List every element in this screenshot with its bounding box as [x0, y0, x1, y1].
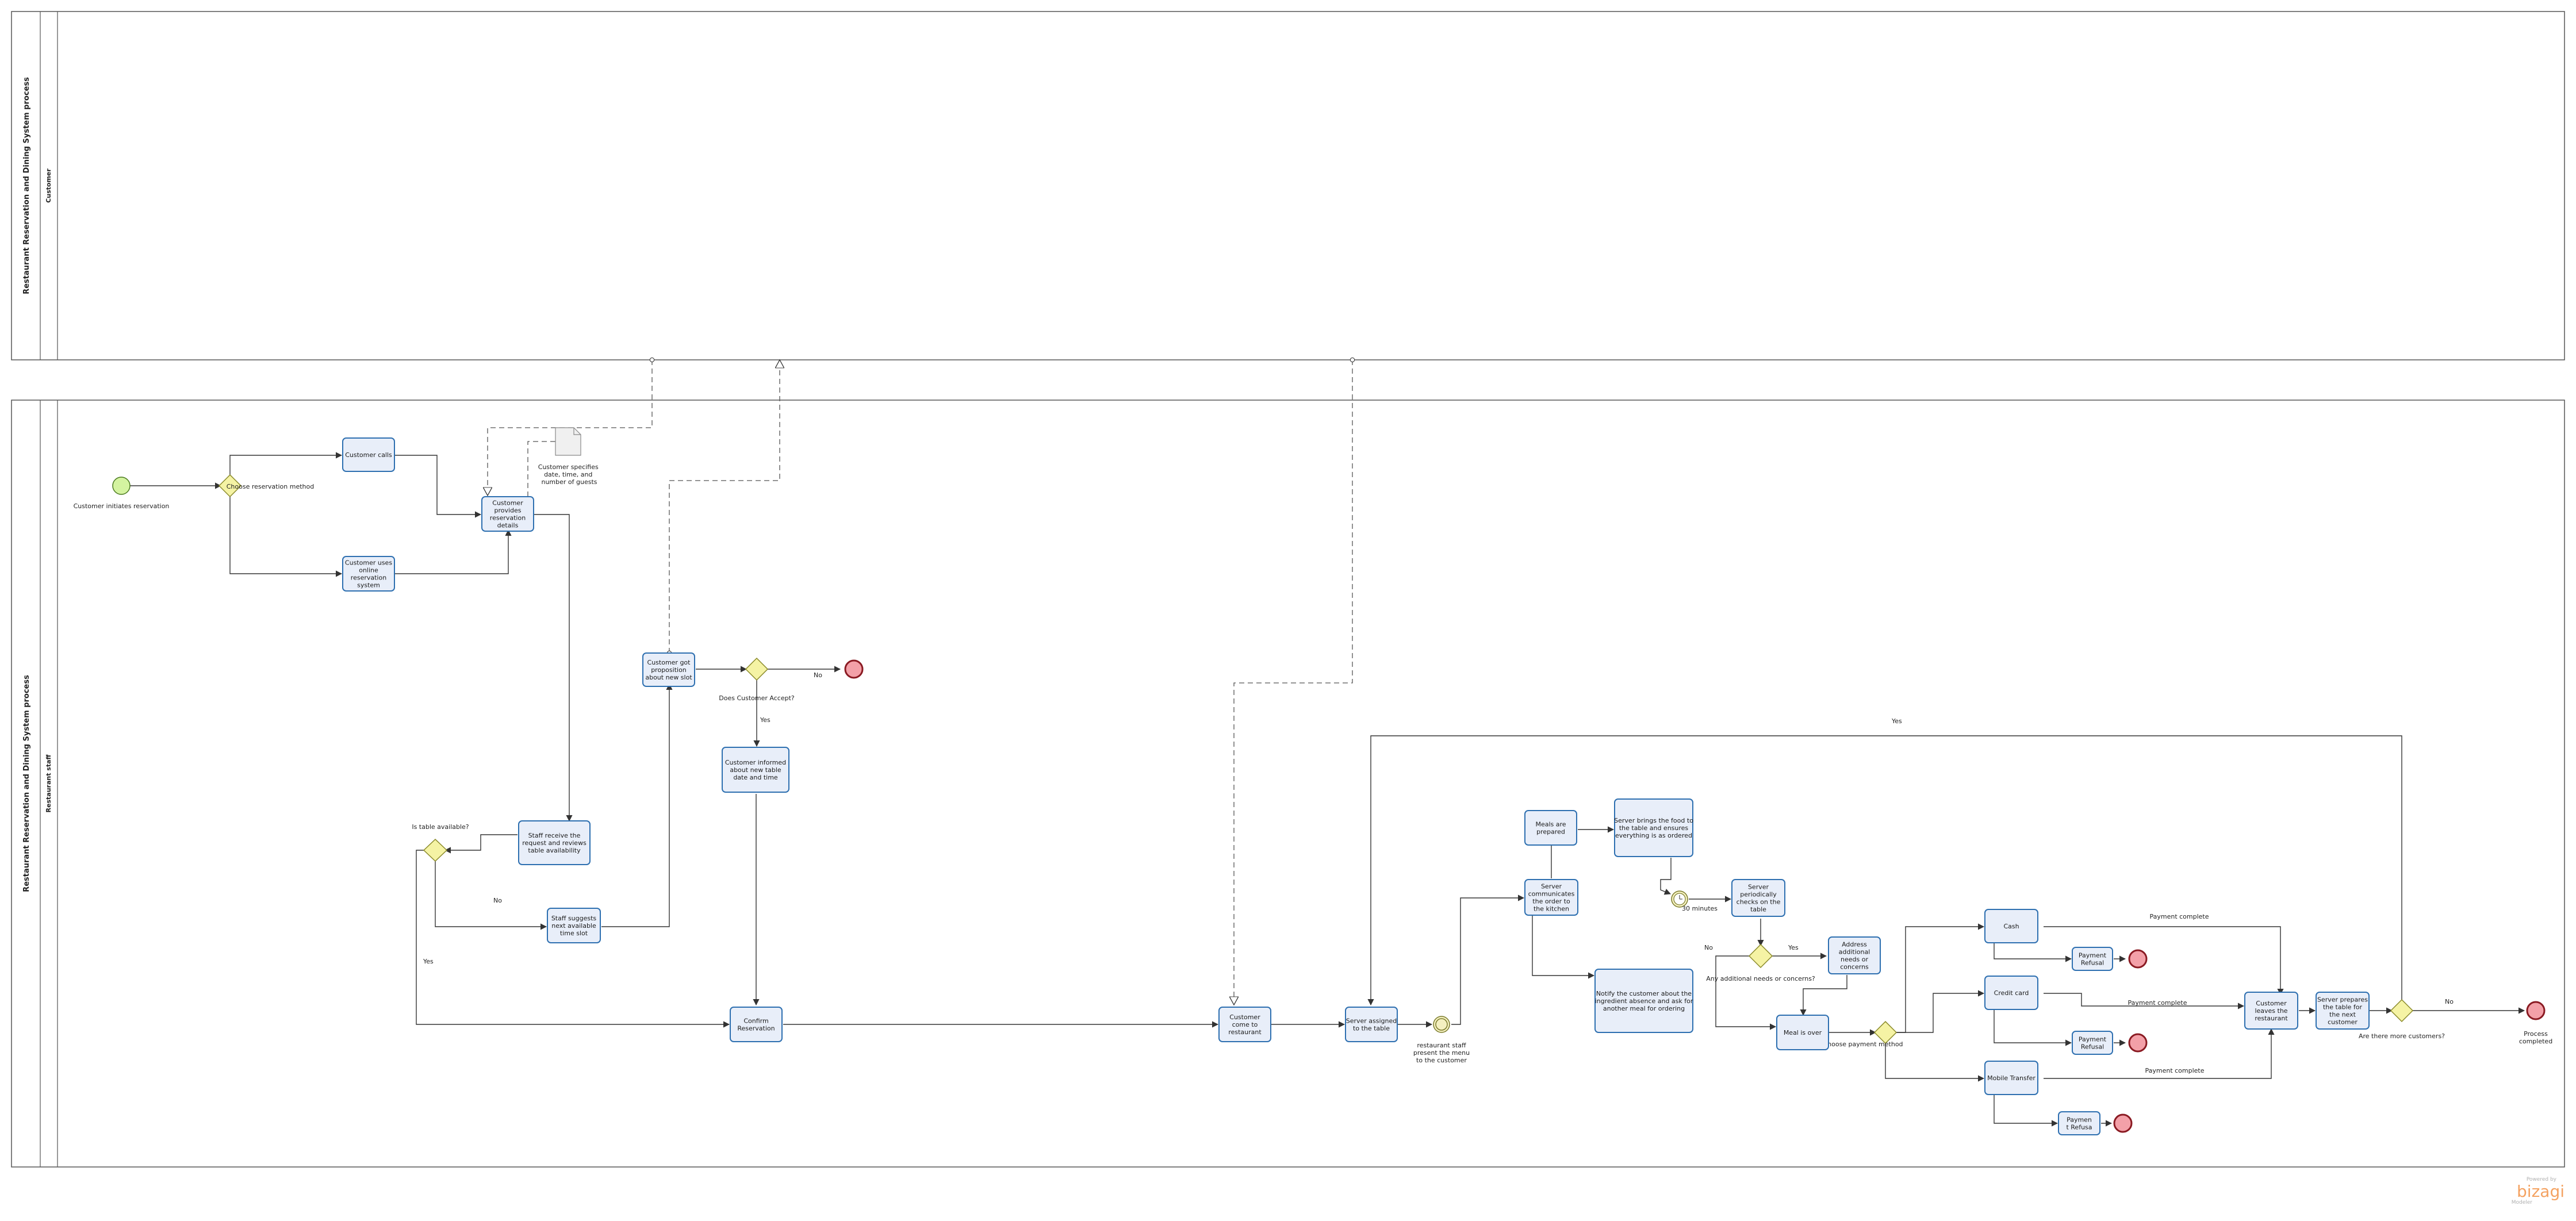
task-credit-card: Credit card: [1984, 976, 2038, 1010]
task-label: Mobile Transfer: [1987, 1074, 2035, 1082]
pool-title-top: Restaurant Reservation and Dining System…: [22, 77, 31, 294]
data-object: [555, 427, 581, 456]
end-event-declined: [844, 659, 864, 679]
gateway-choose-method: [218, 474, 242, 498]
brand-logo: bizagi: [2517, 1182, 2564, 1201]
gateway-choose-method-label: Choose reservation method: [227, 483, 314, 490]
pool-restaurant: Restaurant Reservation and Dining System…: [11, 400, 2565, 1168]
sequence-flows: [130, 452, 2525, 1127]
task-cash: Cash: [1984, 909, 2038, 943]
timer-event: [1671, 890, 1688, 908]
gateway-table-available-label: Is table available?: [412, 823, 469, 831]
lane-title-customer: Customer: [45, 168, 52, 203]
start-event-label: Customer initiates reservation: [74, 502, 170, 510]
gateway-customer-accept: [745, 657, 769, 681]
gateway-payment-method: [1873, 1020, 1897, 1045]
intermediate-event-menu: [1433, 1016, 1450, 1033]
data-object-label: Customer specifies date, time, and numbe…: [538, 463, 600, 486]
gateway-more-customers-label: Are there more customers?: [2359, 1032, 2445, 1040]
flow-label-payment-complete-2: Payment complete: [2128, 999, 2187, 1007]
task-label: Customer calls: [345, 451, 392, 459]
flow-label-no-table: No: [493, 897, 502, 904]
pool-title-bottom: Restaurant Reservation and Dining System…: [22, 675, 31, 892]
gateway-customer-accept-label: Does Customer Accept?: [719, 694, 795, 702]
task-label: Cash: [2003, 923, 2019, 930]
brand-powered-by: Powered by: [2527, 1177, 2557, 1182]
flow-label-yes-table: Yes: [423, 958, 434, 965]
pool-customer: Restaurant Reservation and Dining System…: [11, 11, 2565, 360]
end-event-refusal-mobile: [2113, 1114, 2133, 1133]
lane-title-staff: Restaurant staff: [45, 754, 52, 812]
timer-event-label: 30 minutes: [1682, 905, 1718, 912]
flow-label-no-needs: No: [1704, 944, 1713, 951]
flow-label-yes-more: Yes: [1891, 717, 1902, 725]
flow-label-yes-accept: Yes: [760, 716, 770, 724]
brand-sub: Modeler: [2512, 1200, 2533, 1205]
flow-label-no-accept: No: [814, 671, 822, 679]
end-event-refusal-card: [2128, 1033, 2148, 1053]
gateway-table-available: [423, 838, 448, 862]
gateway-more-customers: [2390, 999, 2414, 1023]
end-event-refusal-cash: [2128, 949, 2148, 969]
flow-label-payment-complete-1: Payment complete: [2149, 913, 2209, 920]
flow-label-yes-needs: Yes: [1788, 944, 1799, 951]
task-customer-calls: Customer calls: [342, 437, 395, 472]
start-event: [112, 477, 131, 495]
task-meal-over: Meal is over: [1776, 1015, 1829, 1050]
flow-label-no-more: No: [2445, 998, 2454, 1005]
task-label: Meal is over: [1784, 1029, 1822, 1036]
flow-label-payment-complete-3: Payment complete: [2145, 1067, 2204, 1074]
gateway-additional-needs: [1748, 943, 1773, 969]
end-event-process-completed: [2526, 1001, 2546, 1020]
gateway-payment-method-label: Choose payment method: [1823, 1040, 1903, 1048]
task-label: Credit card: [1994, 989, 2029, 997]
task-mobile: Mobile Transfer: [1984, 1061, 2038, 1095]
gateway-additional-needs-label: Any additional needs or concerns?: [1706, 975, 1815, 982]
